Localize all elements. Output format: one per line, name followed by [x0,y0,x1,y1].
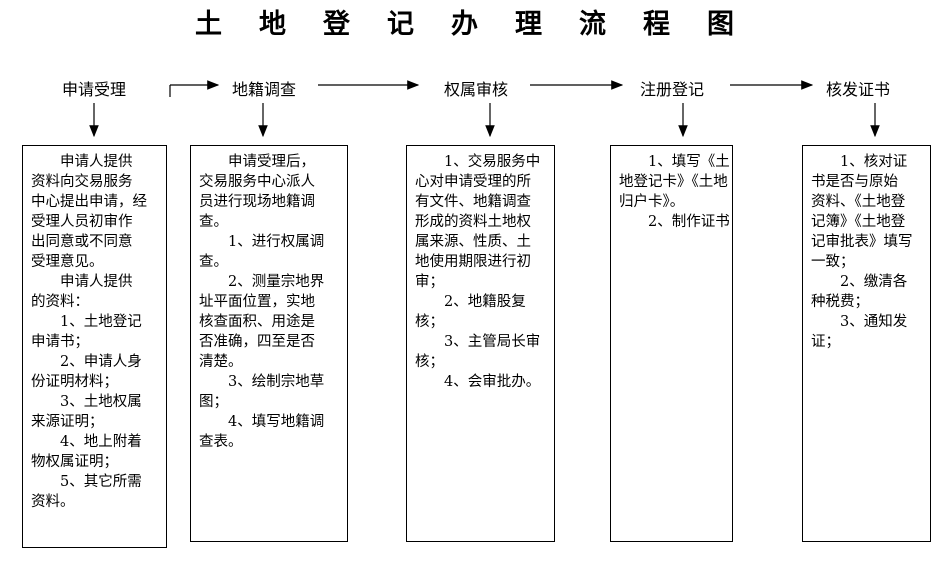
box-text-line: 图； [199,394,228,410]
box-text-line: 1、交易服务中 [415,154,541,170]
box-text-line: 出同意或不同意 [31,234,133,250]
box-text-line: 址平面位置，实地 [199,294,315,310]
box-registration-details: 1、填写《土地登记卡》《土地归户卡》。 2、制作证书 [610,145,733,542]
box-text-line: 申请人提供 [31,274,133,290]
box-application-details: 申请人提供资料向交易服务中心提出申请，经受理人员初审作出同意或不同意受理意见。 … [22,145,167,548]
box-text-line: 地登记卡》《土地 [619,174,728,190]
box-text-line: 申请书； [31,334,89,350]
box-text-line: 4、填写地籍调 [199,414,325,430]
step-ownership-review: 权属审核 [444,80,509,99]
box-text-line: 核； [415,314,444,330]
box-text-line: 来源证明； [31,414,104,430]
box-text-line: 2、地籍股复 [415,294,526,310]
box-text-line: 受理人员初审作 [31,214,133,230]
box-text-line: 资料。 [31,494,75,510]
box-text-line: 查表。 [199,434,243,450]
step-cadastral-survey: 地籍调查 [232,80,297,99]
box-text-line: 查。 [199,214,228,230]
box-text-line: 种税费； [811,294,869,310]
box-text-line: 1、进行权属调 [199,234,325,250]
box-text-line: 地使用期限进行初 [415,254,531,270]
box-text-line: 员进行现场地籍调 [199,194,315,210]
step-registration: 注册登记 [640,80,705,99]
box-text-line: 申请人提供 [31,154,133,170]
page-title: 土地登记办理流程图 [195,9,771,40]
box-text-line: 资料、《土地登 [811,194,906,210]
step-issue-certificate: 核发证书 [826,80,891,99]
box-text-line: 资料向交易服务 [31,174,133,190]
box-text-line: 5、其它所需 [31,474,142,490]
box-text-line: 中心提出申请，经 [31,194,147,210]
box-text-line: 否准确，四至是否 [199,334,315,350]
box-text-line: 4、会审批办。 [415,374,541,390]
vertical-arrows [89,103,880,138]
box-text-line: 有文件、地籍调查 [415,194,531,210]
box-text-line: 受理意见。 [31,254,104,270]
box-text-line: 1、核对证 [811,154,908,170]
box-text-line: 核查面积、用途是 [199,314,315,330]
box-text-line: 2、测量宗地界 [199,274,325,290]
box-text-line: 申请受理后， [199,154,315,170]
step-application: 申请受理 [62,80,127,99]
box-text-line: 份证明材料； [31,374,118,390]
box-text-line: 审； [415,274,444,290]
horizontal-arrows [169,80,814,97]
box-text-line: 物权属证明； [31,454,118,470]
box-certificate-details: 1、核对证书是否与原始资料、《土地登记簿》《土地登记审批表》填写一致； 2、缴清… [802,145,931,542]
box-text-line: 3、绘制宗地草 [199,374,325,390]
box-text-line: 2、申请人身 [31,354,142,370]
box-text-line: 1、土地登记 [31,314,142,330]
box-text-line: 3、土地权属 [31,394,142,410]
box-text-line: 证； [811,334,840,350]
box-text-line: 1、填写《土 [619,154,730,170]
box-text-line: 核； [415,354,444,370]
box-text-line: 归户卡》。 [619,194,685,210]
box-text-line: 3、通知发 [811,314,908,330]
box-text-line: 属来源、性质、土 [415,234,531,250]
box-text-line: 形成的资料土地权 [415,214,531,230]
box-text-line: 书是否与原始 [811,174,898,190]
box-text-line: 查。 [199,254,228,270]
box-text-line: 心对申请受理的所 [415,174,531,190]
box-text-line: 记审批表》填写 [811,234,913,250]
box-text-line: 3、主管局长审 [415,334,541,350]
box-text-line: 4、地上附着 [31,434,142,450]
box-text-line: 2、缴清各 [811,274,908,290]
box-review-details: 1、交易服务中心对申请受理的所有文件、地籍调查形成的资料土地权属来源、性质、土地… [406,145,555,542]
box-text-line: 2、制作证书 [619,214,730,230]
box-text-line: 交易服务中心派人 [199,174,315,190]
box-survey-details: 申请受理后， 交易服务中心派人员进行现场地籍调查。 1、进行权属调查。 2、测量宗… [190,145,348,542]
box-text-line: 记簿》《土地登 [811,214,906,230]
box-text-line: 一致； [811,254,855,270]
box-text-line: 的资料： [31,294,89,310]
box-text-line: 清楚。 [199,354,243,370]
